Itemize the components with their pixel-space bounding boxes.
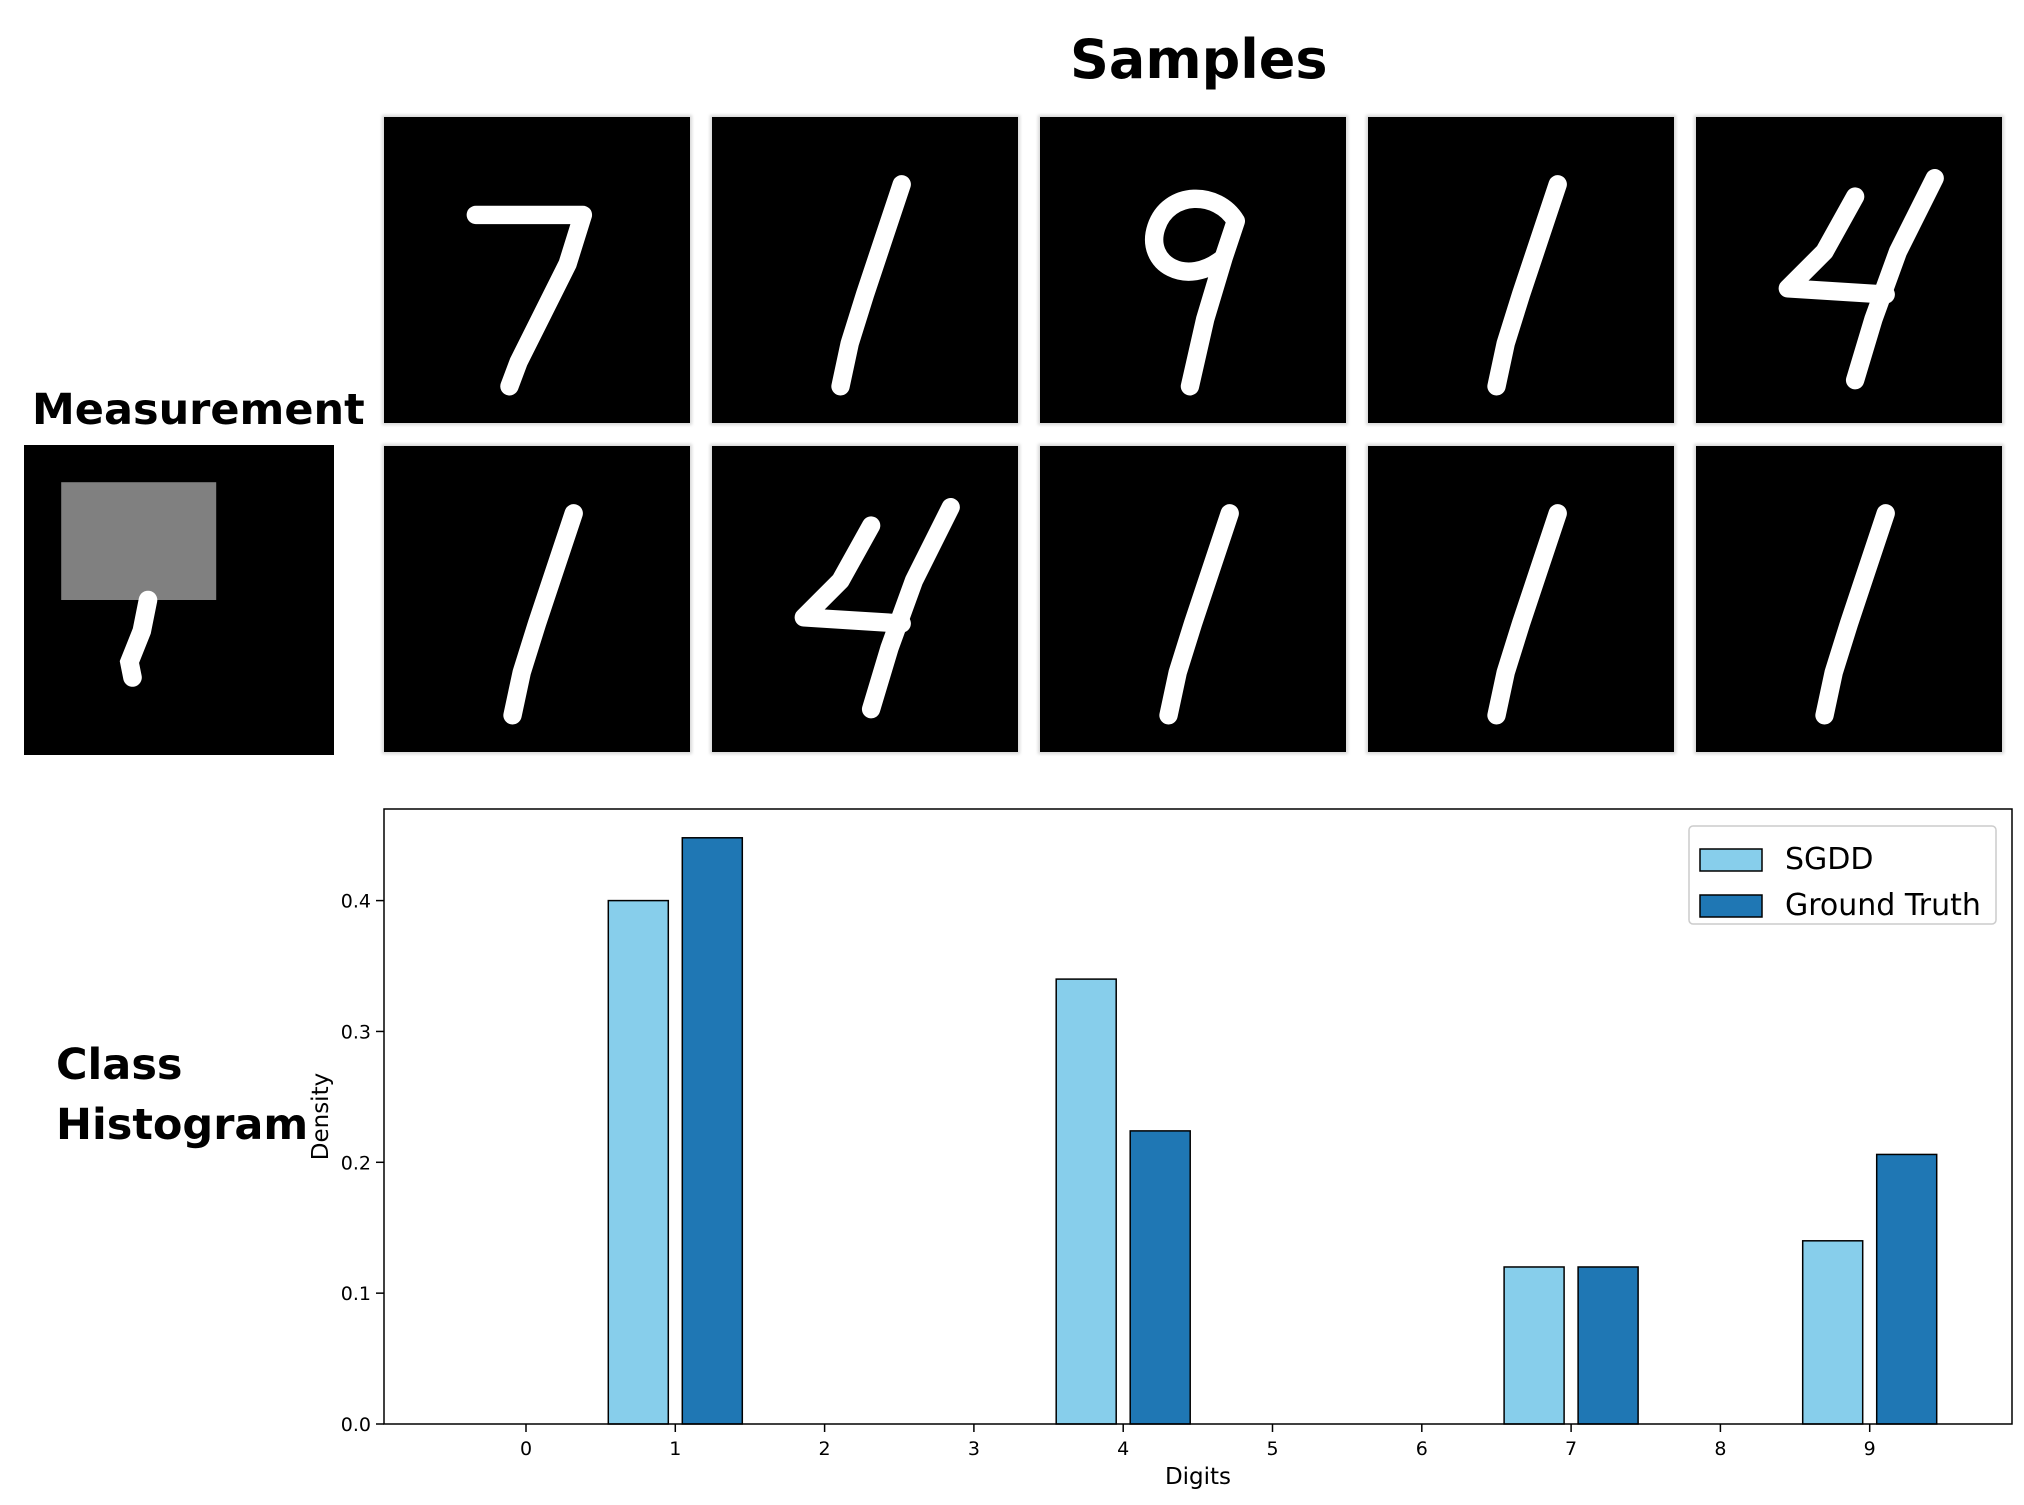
class-histogram-title-line1: Class [56,1040,183,1090]
bar-sgdd-7 [1503,1266,1565,1425]
sample-tile-2-2 [712,446,1018,752]
measurement-digit-stroke [119,590,158,687]
y-tick-label-0.1: 0.1 [341,1283,371,1305]
bar-sgdd-9 [1801,1240,1864,1425]
sample-digit-stroke [831,175,911,396]
sample-tile-1-3 [1040,117,1346,423]
bar-sgdd-4 [1055,978,1117,1425]
sample-tile-1-1 [384,117,690,423]
legend-label-sgdd: SGDD [1785,842,1874,877]
sample-digit-stroke [794,516,911,633]
legend-swatch-sgdd [1699,848,1763,872]
x-tick-label-7: 7 [1565,1438,1577,1460]
x-axis-label: Digits [1165,1464,1231,1490]
class-histogram-title-line2: Histogram [56,1100,309,1150]
sample-digit-stroke [1145,189,1246,396]
sample-digit-stroke [1159,504,1239,725]
legend-box [1688,825,1997,925]
x-tick-label-0: 0 [520,1438,532,1460]
sample-digit-stroke [1487,504,1567,725]
y-tick-label-0.2: 0.2 [341,1152,371,1174]
measurement-title: Measurement [32,385,365,435]
x-tick-label-1: 1 [669,1438,681,1460]
sample-digit-stroke [1815,504,1895,725]
x-tick-label-3: 3 [968,1438,980,1460]
sample-digit-stroke [1778,187,1895,304]
sample-tile-2-5 [1696,446,2002,752]
bar-ground-truth-1 [681,837,744,1425]
x-tick-label-9: 9 [1864,1438,1876,1460]
sample-digit-stroke [1487,175,1567,396]
bar-ground-truth-7 [1577,1266,1639,1425]
y-axis-label: Density [308,1073,334,1160]
measurement-mask [61,482,217,600]
sample-tile-1-2 [712,117,1018,423]
x-tick-label-6: 6 [1416,1438,1428,1460]
sample-digit-stroke [1845,169,1944,390]
bar-ground-truth-9 [1875,1153,1938,1425]
bar-ground-truth-4 [1129,1130,1191,1425]
x-tick-label-8: 8 [1714,1438,1726,1460]
legend-swatch-ground-truth [1699,894,1763,918]
bar-sgdd-1 [607,899,670,1425]
plot-frame [383,808,2013,1425]
sample-tile-1-4 [1368,117,1674,423]
samples-title: Samples [1070,28,1328,91]
x-tick-label-2: 2 [819,1438,831,1460]
sample-digit-stroke [503,504,583,725]
y-tick-label-0.4: 0.4 [341,891,371,913]
class-histogram-title: Class Histogram [56,1035,308,1155]
sample-tile-1-5 [1696,117,2002,423]
measurement-image [24,445,334,755]
sample-digit-stroke [861,498,960,719]
y-tick-label-0.3: 0.3 [341,1021,371,1043]
sample-tile-2-4 [1368,446,1674,752]
sample-tile-2-3 [1040,446,1346,752]
y-tick-label-0.0: 0.0 [341,1414,371,1436]
x-tick-label-5: 5 [1266,1438,1278,1460]
x-tick-label-4: 4 [1117,1438,1129,1460]
legend-label-ground-truth: Ground Truth [1785,888,1981,923]
sample-tile-2-1 [384,446,690,752]
sample-digit-stroke [466,205,593,396]
